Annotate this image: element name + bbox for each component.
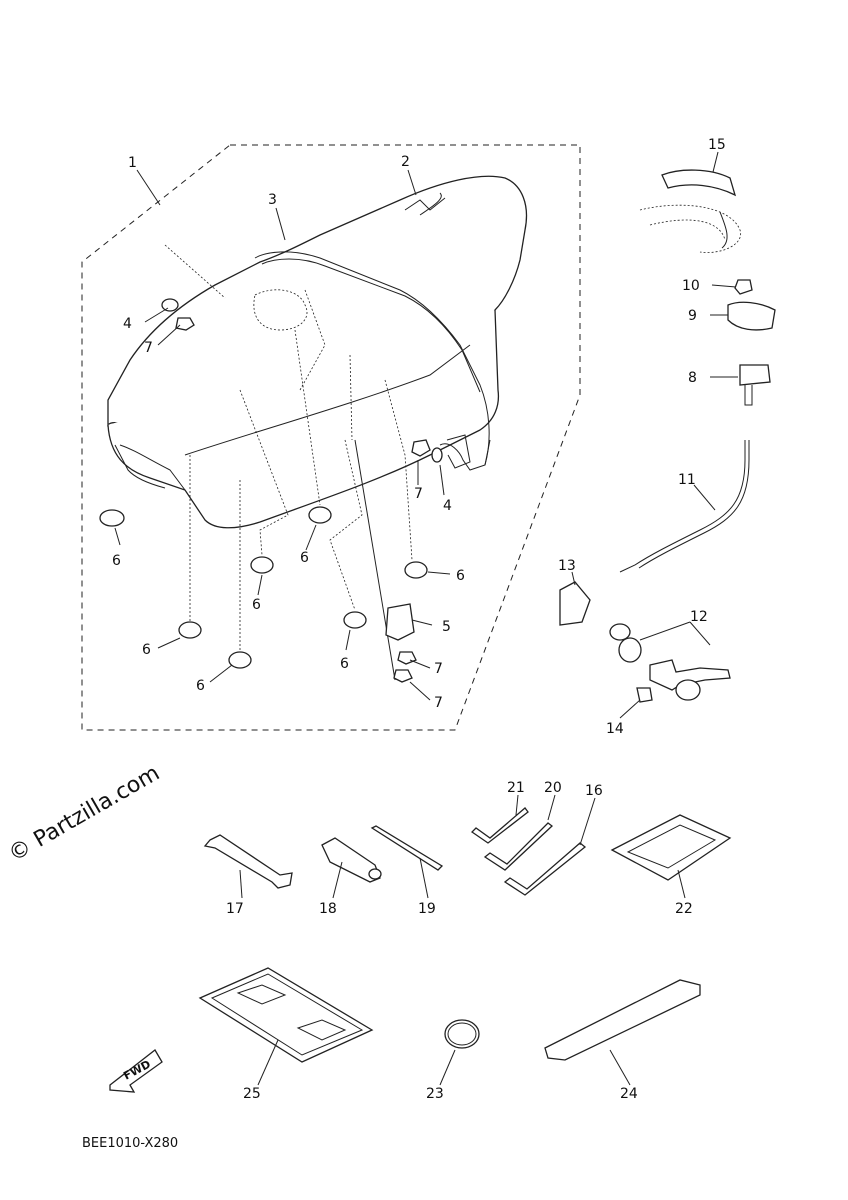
mount-guide — [384, 379, 413, 561]
tool-handle — [321, 837, 382, 883]
band-part — [544, 979, 701, 1061]
seat-hook — [446, 434, 471, 469]
tool-screwdriver — [370, 825, 444, 871]
tool-wrench — [203, 834, 293, 889]
mount-guide — [299, 289, 326, 391]
callout-6: 6 — [456, 568, 465, 584]
callout-7: 7 — [434, 661, 443, 677]
callout-7: 7 — [144, 340, 153, 356]
callout-6: 6 — [252, 597, 261, 613]
diagram-code: BEE1010-X280 — [82, 1136, 178, 1151]
callout-7: 7 — [434, 695, 443, 711]
callout-6: 6 — [196, 678, 205, 694]
callout-2: 2 — [401, 154, 410, 170]
callout-4: 4 — [123, 316, 132, 332]
mount-guide — [239, 389, 289, 556]
callout-6: 6 — [142, 642, 151, 658]
callout-leaders — [114, 151, 738, 1086]
seat-part — [107, 175, 528, 529]
seat-lock-cable — [619, 440, 746, 573]
callout-25: 25 — [243, 1086, 261, 1102]
fwd-arrow-icon: FWD — [109, 1049, 163, 1093]
callout-9: 9 — [688, 308, 697, 324]
callout-13: 13 — [558, 558, 576, 574]
watermark: © Partzilla.com — [5, 761, 165, 868]
main-switch-lock-group — [559, 581, 731, 703]
callout-15: 15 — [708, 137, 726, 153]
mount-guide — [329, 439, 363, 611]
callout-6: 6 — [112, 553, 121, 569]
callout-18: 18 — [319, 901, 337, 917]
seat-lock-plate-group — [639, 169, 776, 406]
seat-assembly-boundary — [81, 144, 581, 731]
owners-manual — [198, 967, 374, 1063]
callout-22: 22 — [675, 901, 693, 917]
callout-6: 6 — [340, 656, 349, 672]
damper-part — [99, 506, 428, 669]
tool-hex-wrenches — [470, 807, 587, 896]
callout-6: 6 — [300, 550, 309, 566]
mount-guide — [164, 244, 226, 299]
callout-11: 11 — [678, 472, 696, 488]
callout-8: 8 — [688, 370, 697, 386]
tool-bag-small — [610, 814, 732, 881]
callout-23: 23 — [426, 1086, 444, 1102]
stay-rod — [354, 439, 396, 681]
callout-24: 24 — [620, 1086, 638, 1102]
callout-12: 12 — [690, 609, 708, 625]
callout-7: 7 — [414, 486, 423, 502]
callout-14: 14 — [606, 721, 624, 737]
bracket-part — [385, 603, 415, 641]
washer-part — [161, 298, 443, 463]
callout-labels: 1 2 3 4 4 5 6 6 6 6 6 6 6 7 7 7 7 8 9 10… — [112, 137, 726, 1102]
callout-3: 3 — [268, 192, 277, 208]
callout-19: 19 — [418, 901, 436, 917]
callout-5: 5 — [442, 619, 451, 635]
callout-21: 21 — [507, 780, 525, 796]
o-ring-part — [444, 1019, 480, 1049]
callout-20: 20 — [544, 780, 562, 796]
callout-10: 10 — [682, 278, 700, 294]
callout-16: 16 — [585, 783, 603, 799]
mount-guide — [294, 329, 321, 506]
callout-17: 17 — [226, 901, 244, 917]
callout-4: 4 — [443, 498, 452, 514]
nut-part — [175, 317, 431, 683]
callout-1: 1 — [128, 155, 137, 171]
